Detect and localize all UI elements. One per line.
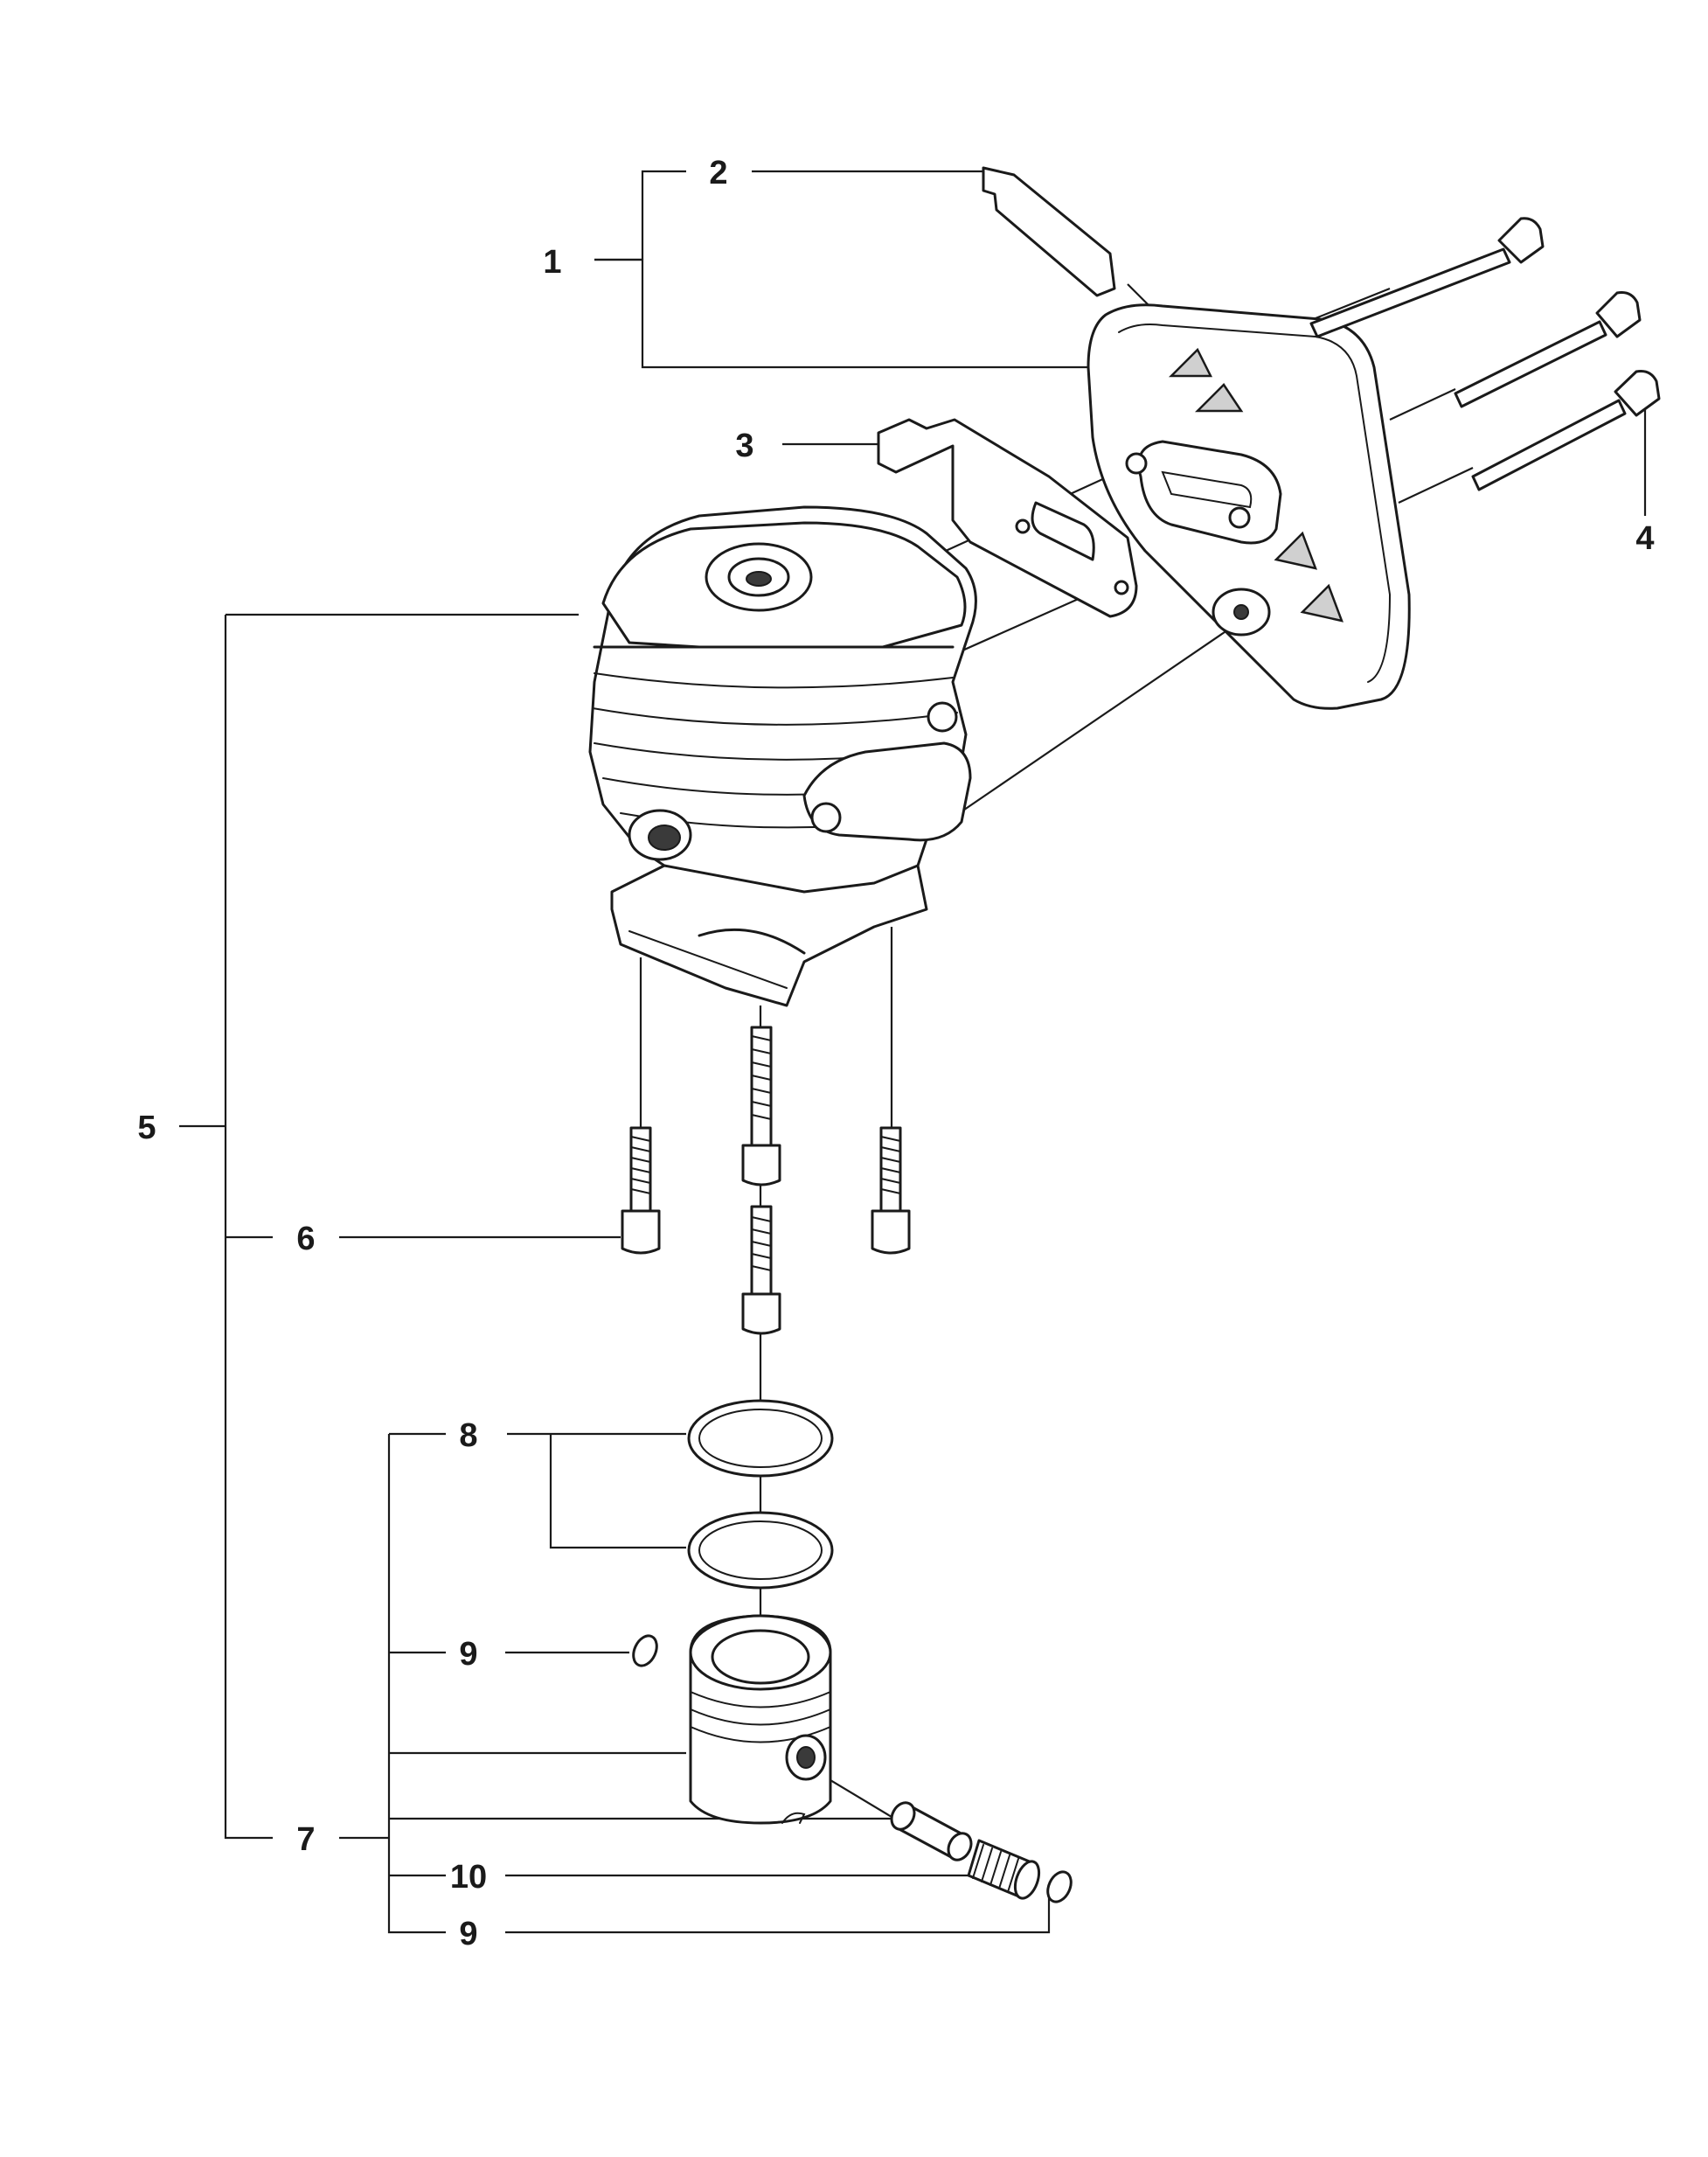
piston-ring-upper: [687, 1399, 834, 1478]
callout-9-upper: 9: [459, 1636, 477, 1673]
muffler-bolt-3: [1471, 370, 1661, 491]
callout-8: 8: [459, 1417, 477, 1454]
callout-1: 1: [543, 244, 561, 281]
callout-5: 5: [137, 1110, 156, 1146]
piston-pin: [890, 1801, 973, 1861]
needle-bearing: [967, 1839, 1041, 1900]
cylinder-screw-1: [621, 1126, 661, 1255]
callout-2: 2: [709, 155, 727, 191]
muffler-bolt-1: [1309, 217, 1545, 338]
heat-shield-plate: [982, 166, 1116, 297]
muffler: [1087, 303, 1411, 710]
piston-pin-circlip-lower: [1046, 1870, 1073, 1903]
callout-4: 4: [1635, 520, 1654, 557]
callout-3: 3: [735, 428, 753, 464]
muffler-bolt-2: [1454, 291, 1642, 408]
callout-10: 10: [450, 1859, 487, 1896]
muffler-gasket-bracket: [877, 418, 1138, 618]
callout-6: 6: [296, 1221, 315, 1257]
cylinder-screw-4: [741, 1205, 781, 1335]
callout-9-lower: 9: [459, 1916, 477, 1952]
piston-ring-lower: [687, 1511, 834, 1590]
piston: [689, 1614, 832, 1825]
piston-pin-circlip-upper: [632, 1634, 658, 1667]
cylinder-screw-3: [871, 1126, 911, 1255]
callout-labels: 1 2 3 4 5 6 7 8 9 10 9: [137, 155, 1654, 1952]
callout-7: 7: [296, 1821, 315, 1858]
cylinder: [588, 505, 977, 1007]
cylinder-screw-2: [741, 1026, 781, 1186]
